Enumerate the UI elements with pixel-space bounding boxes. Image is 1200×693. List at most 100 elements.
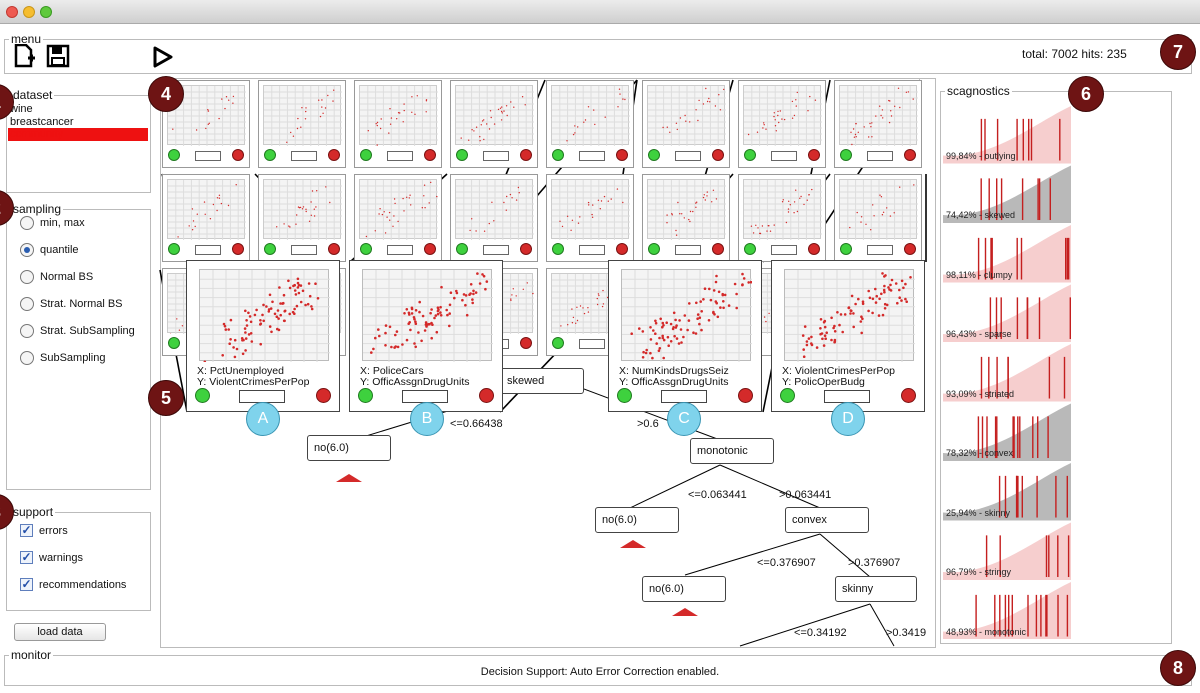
support-option-warnings[interactable]: ✓warnings	[20, 551, 83, 564]
reject-icon[interactable]	[479, 388, 494, 403]
reject-icon[interactable]	[808, 243, 820, 255]
dataset-item-wine[interactable]: wine	[10, 103, 33, 115]
new-file-icon[interactable]	[14, 43, 36, 68]
support-option-recommendations[interactable]: ✓recommendations	[20, 578, 126, 591]
reject-icon[interactable]	[712, 149, 724, 161]
reject-icon[interactable]	[424, 149, 436, 161]
scatter-thumbnail[interactable]	[354, 174, 442, 262]
checkbox[interactable]: ✓	[20, 550, 33, 564]
load-data-button[interactable]: load data	[14, 623, 106, 641]
accept-icon[interactable]	[195, 388, 210, 403]
reject-icon[interactable]	[738, 388, 753, 403]
radio-button[interactable]	[20, 351, 34, 365]
checkbox[interactable]: ✓	[20, 577, 33, 591]
reject-icon[interactable]	[328, 243, 340, 255]
accept-icon[interactable]	[840, 243, 852, 255]
tree-node[interactable]: skinny	[835, 576, 917, 602]
accept-icon[interactable]	[840, 149, 852, 161]
reject-icon[interactable]	[424, 243, 436, 255]
accept-icon[interactable]	[780, 388, 795, 403]
accept-icon[interactable]	[648, 149, 660, 161]
zoom-window-icon[interactable]	[40, 6, 52, 18]
reject-icon[interactable]	[520, 337, 532, 349]
scatter-thumbnail[interactable]	[642, 174, 730, 262]
tree-node[interactable]: no(6.0)	[642, 576, 726, 602]
tree-node[interactable]: convex	[785, 507, 869, 533]
dataset-item-breastcancer[interactable]: breastcancer	[10, 116, 74, 128]
reject-icon[interactable]	[901, 388, 916, 403]
scatter-thumbnail[interactable]	[546, 80, 634, 168]
accept-icon[interactable]	[744, 243, 756, 255]
accept-icon[interactable]	[552, 149, 564, 161]
reject-icon[interactable]	[616, 149, 628, 161]
checkbox[interactable]: ✓	[20, 523, 33, 537]
dataset-item-community[interactable]: community	[8, 128, 148, 141]
radio-button[interactable]	[20, 243, 34, 257]
accept-icon[interactable]	[358, 388, 373, 403]
radio-button[interactable]	[20, 216, 34, 230]
sampling-option[interactable]: SubSampling	[20, 351, 105, 365]
reject-icon[interactable]	[904, 243, 916, 255]
accept-icon[interactable]	[552, 243, 564, 255]
accept-icon[interactable]	[456, 243, 468, 255]
reject-icon[interactable]	[808, 149, 820, 161]
reject-icon[interactable]	[328, 149, 340, 161]
save-icon[interactable]	[46, 44, 70, 68]
accept-icon[interactable]	[360, 243, 372, 255]
minimize-window-icon[interactable]	[23, 6, 35, 18]
tree-node[interactable]: skewed	[500, 368, 584, 394]
thumbnail-plot	[359, 179, 438, 240]
x-axis-label: X: PoliceCars	[360, 365, 424, 377]
tree-node[interactable]: no(6.0)	[595, 507, 679, 533]
scatter-thumbnail[interactable]	[450, 80, 538, 168]
reject-icon[interactable]	[616, 243, 628, 255]
sampling-option[interactable]: Strat. Normal BS	[20, 297, 123, 311]
scatter-thumbnail[interactable]	[354, 80, 442, 168]
reject-icon[interactable]	[904, 149, 916, 161]
accept-icon[interactable]	[264, 243, 276, 255]
accept-icon[interactable]	[744, 149, 756, 161]
accept-icon[interactable]	[648, 243, 660, 255]
scatter-thumbnail[interactable]	[834, 174, 922, 262]
reject-icon[interactable]	[520, 243, 532, 255]
scatter-thumbnail[interactable]	[450, 174, 538, 262]
sampling-option[interactable]: Strat. SubSampling	[20, 324, 135, 338]
tree-node[interactable]: monotonic	[690, 438, 774, 464]
radio-button[interactable]	[20, 270, 34, 284]
accept-icon[interactable]	[617, 388, 632, 403]
scatter-thumbnail[interactable]	[642, 80, 730, 168]
radio-button[interactable]	[20, 297, 34, 311]
scatter-thumbnail[interactable]	[546, 174, 634, 262]
accept-icon[interactable]	[360, 149, 372, 161]
accept-icon[interactable]	[552, 337, 564, 349]
sampling-option[interactable]: quantile	[20, 243, 79, 257]
accept-icon[interactable]	[168, 243, 180, 255]
scatter-thumbnail[interactable]	[738, 80, 826, 168]
close-window-icon[interactable]	[6, 6, 18, 18]
reject-icon[interactable]	[712, 243, 724, 255]
radio-button[interactable]	[20, 324, 34, 338]
scatter-thumbnail[interactable]	[834, 80, 922, 168]
accept-icon[interactable]	[456, 149, 468, 161]
support-option-errors[interactable]: ✓errors	[20, 524, 68, 537]
scatter-thumbnail[interactable]	[258, 80, 346, 168]
number-badge: 7	[1160, 34, 1196, 70]
scatter-thumbnail[interactable]	[738, 174, 826, 262]
reject-icon[interactable]	[232, 243, 244, 255]
sampling-option[interactable]: min, max	[20, 216, 85, 230]
tree-node[interactable]: no(6.0)	[307, 435, 391, 461]
sampling-option[interactable]: Normal BS	[20, 270, 93, 284]
reject-icon[interactable]	[520, 149, 532, 161]
reject-icon[interactable]	[232, 149, 244, 161]
scatter-thumbnail[interactable]	[258, 174, 346, 262]
accept-icon[interactable]	[168, 337, 180, 349]
accept-icon[interactable]	[168, 149, 180, 161]
play-icon[interactable]	[152, 46, 174, 68]
scatter-thumbnail[interactable]	[162, 174, 250, 262]
reject-icon[interactable]	[316, 388, 331, 403]
accept-icon[interactable]	[264, 149, 276, 161]
